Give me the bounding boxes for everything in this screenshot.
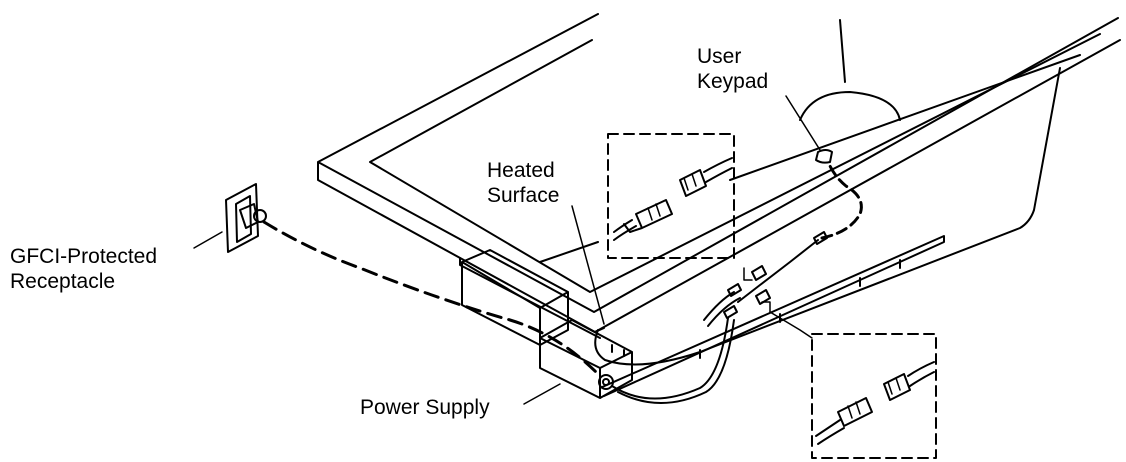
tub-body-left (459, 257, 601, 339)
power-cord (262, 220, 602, 378)
tub-leg (839, 19, 846, 83)
harness-main (611, 317, 735, 404)
harness-connector-1 (723, 305, 738, 319)
gfci-leader (193, 231, 223, 249)
harness-connector-4 (755, 289, 771, 305)
detail-upper-wire-right (703, 157, 733, 183)
keypad-leader (785, 95, 821, 151)
plug-cord-end (253, 209, 267, 223)
detail-lower-plug-female (883, 373, 911, 401)
harness-keypad-cable (820, 164, 863, 240)
bathtub (317, 13, 1121, 397)
strain-relief-core (602, 378, 610, 386)
harness-connector-2 (727, 283, 742, 297)
detail-lower-wire-left (815, 419, 845, 445)
detail-lower-plug-male (837, 397, 873, 427)
detail-upper-plug-male (623, 199, 673, 233)
connector-detail-upper (607, 133, 735, 259)
gfci-label-line1: GFCI-Protected (10, 245, 158, 268)
detail-lower-plug-pins (847, 401, 861, 419)
keypad-label-line2: Keypad (697, 70, 769, 93)
power-supply-label: Power Supply (360, 395, 490, 420)
wire-harness (611, 164, 863, 404)
receptacle-face (235, 195, 252, 243)
keypad-bump (799, 91, 901, 121)
tub-basin-edge (539, 54, 1081, 263)
connector-detail-lower (769, 311, 937, 459)
heated-surface-leader (571, 205, 605, 325)
receptacle-wallplate (225, 183, 259, 253)
harness-connector-3 (751, 265, 767, 281)
detail-box-upper (607, 133, 735, 259)
detail-lower-socket-slots (887, 377, 901, 395)
detail-box-lower (811, 333, 937, 459)
tub-inner-rim (369, 33, 1101, 293)
power-supply-box (539, 319, 633, 399)
keypad-housing (815, 149, 833, 164)
detail-upper-socket-slots (683, 173, 697, 191)
heated-label-line2: Surface (487, 184, 560, 207)
power-supply-mount (611, 344, 625, 357)
detail-upper-wire-left (613, 219, 637, 241)
harness-upper (703, 291, 741, 327)
detail-upper-plug-pins (647, 203, 661, 221)
detail-upper-plug-female (679, 169, 707, 197)
tub-outer-rim (317, 13, 1121, 333)
gfci-receptacle (193, 183, 267, 253)
user-keypad-label: User Keypad (697, 44, 768, 94)
power-supply-leader (523, 383, 561, 405)
harness-to-keypad (737, 239, 819, 303)
gfci-receptacle-label: GFCI-Protected Receptacle (10, 244, 157, 294)
tub-apron (599, 235, 945, 397)
heated-surface-label: Heated Surface (487, 158, 559, 208)
detail-lower-wire-right (907, 361, 935, 387)
keypad-label-line1: User (697, 45, 742, 68)
heated-label-line1: Heated (487, 159, 555, 182)
harness-connector-5 (813, 231, 828, 245)
power-supply-assembly (461, 249, 633, 399)
detail-lower-leader (769, 311, 813, 339)
strain-relief (598, 374, 614, 390)
power-supply-label-text: Power Supply (360, 396, 490, 419)
connector-bracket (743, 267, 771, 313)
receptacle-plug (239, 203, 259, 229)
gfci-label-line2: Receptacle (10, 270, 116, 293)
